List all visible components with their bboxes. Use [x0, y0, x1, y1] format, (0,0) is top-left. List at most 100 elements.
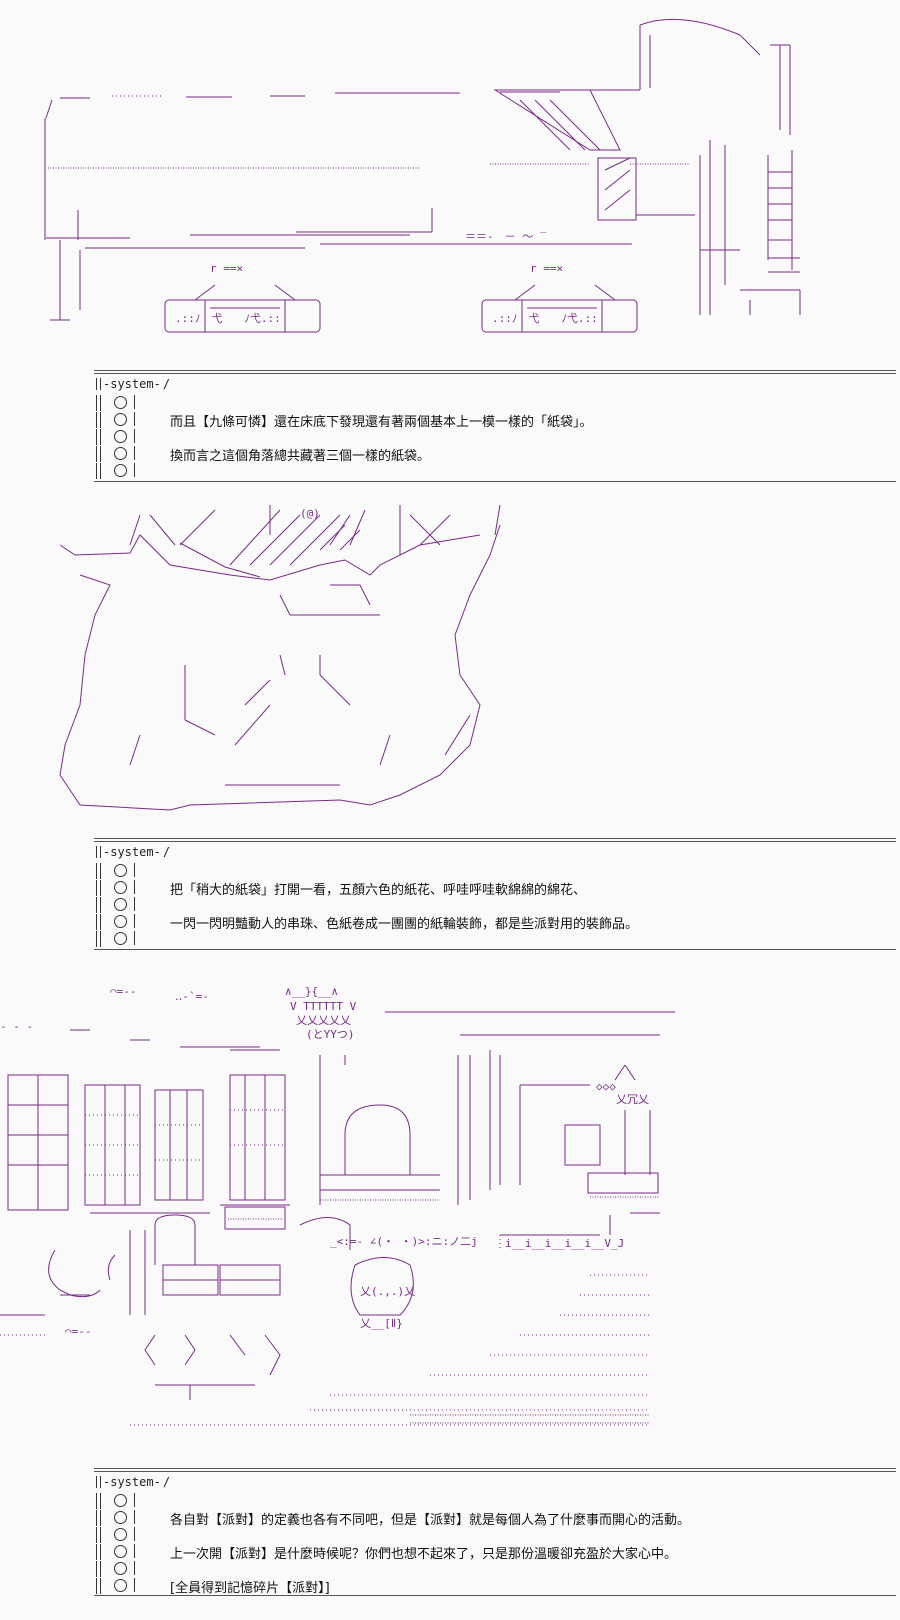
party-room-ascii-art: ⌒=-- ‥-`=- - - - ∧__}{__∧ V TTTTTT V 乂乂乂…: [0, 975, 900, 1455]
svg-text:乂__[Ⅱ}: 乂__[Ⅱ}: [360, 1317, 403, 1330]
row-tick: [134, 1527, 135, 1541]
svg-text:i__i__i__i__i__V_J: i__i__i__i__i__V_J: [505, 1237, 624, 1250]
row-tick: [134, 395, 135, 409]
row-rail: [96, 1578, 101, 1594]
panel-row: [94, 1561, 896, 1577]
bullet-circle-icon: [114, 447, 127, 460]
bullet-circle-icon: [114, 396, 127, 409]
tab-slash: /: [162, 1475, 171, 1489]
panel-row: 換而言之這個角落總共藏著三個一樣的紙袋。: [94, 446, 896, 464]
banner-top-label: V TTTTTT V: [290, 1000, 357, 1013]
svg-text:r ==×: r ==×: [210, 262, 243, 275]
panel-row: [94, 1493, 896, 1509]
tab-rail: [96, 846, 101, 858]
row-rail: [96, 1527, 101, 1543]
row-rail: [96, 897, 101, 913]
row-rail: [96, 880, 101, 896]
bullet-circle-icon: [114, 932, 127, 945]
row-tick: [134, 1578, 135, 1592]
panel-line: [全員得到記憶碎片【派對】]: [170, 1581, 330, 1596]
bullet-circle-icon: [114, 1579, 127, 1592]
row-rail: [96, 446, 101, 462]
tab-slash: /: [162, 377, 171, 391]
svg-text:r ==×: r ==×: [530, 262, 563, 275]
row-tick: [134, 914, 135, 928]
row-tick: [134, 463, 135, 477]
panel-line: 上一次開【派對】是什麼時候呢？你們也想不起來了，只是那份溫暖卻充盈於大家心中。: [170, 1547, 678, 1562]
svg-text:⌒=--: ⌒=--: [65, 1325, 92, 1338]
svg-text:＝＝- － ～ ‾: ＝＝- － ～ ‾: [465, 230, 547, 243]
svg-text:.::ﾉ 弋 ﾉ弋.::: .::ﾉ 弋 ﾉ弋.::: [492, 312, 598, 325]
system-tab-label: system: [110, 1475, 154, 1489]
panel-row: 上一次開【派對】是什麼時候呢？你們也想不起來了，只是那份溫暖卻充盈於大家心中。: [94, 1544, 896, 1562]
bullet-circle-icon: [114, 1511, 127, 1524]
svg-text:_<:=- ∠(・ ・)>:ニ:ノ二j: _<:=- ∠(・ ・)>:ニ:ノ二j: [330, 1235, 478, 1248]
row-tick: [134, 1561, 135, 1575]
banner-face-label: (とYYつ): [306, 1028, 355, 1041]
panel-line: 換而言之這個角落總共藏著三個一樣的紙袋。: [170, 449, 431, 464]
bullet-circle-icon: [114, 1528, 127, 1541]
panel-row: [94, 395, 896, 411]
system-panel-2: -system-/ 把「稍大的紙袋」打開一看，五顏六色的紙花、呼哇呼哇軟綿綿的綿…: [94, 838, 896, 950]
row-rail: [96, 1493, 101, 1509]
bullet-circle-icon: [114, 464, 127, 477]
row-tick: [134, 931, 135, 945]
panel-row: 各自對【派對】的定義也各有不同吧，但是【派對】就是每個人為了什麼事而開心的活動。: [94, 1510, 896, 1528]
bullet-circle-icon: [114, 430, 127, 443]
bullet-circle-icon: [114, 864, 127, 877]
row-tick: [134, 880, 135, 894]
row-rail: [96, 931, 101, 947]
panel-row: [94, 463, 896, 479]
row-tick: [134, 429, 135, 443]
bullet-circle-icon: [114, 915, 127, 928]
tab-rail: [96, 378, 101, 390]
panel-row: [94, 1527, 896, 1543]
banner-mid-label: 乂乂乂乂乂: [296, 1014, 351, 1027]
bed-ascii-art: ＝＝- － ～ ‾: [0, 0, 900, 350]
panel-row: 一閃一閃明豔動人的串珠、色紙卷成一團團的紙輪裝飾，都是些派對用的裝飾品。: [94, 914, 896, 932]
paper-bag-ascii-art: (@): [0, 505, 900, 825]
system-tab: -system-/: [96, 845, 170, 859]
row-tick: [134, 897, 135, 911]
panel-line: 一閃一閃明豔動人的串珠、色紙卷成一團團的紙輪裝飾，都是些派對用的裝飾品。: [170, 917, 639, 932]
row-tick: [134, 1493, 135, 1507]
tab-rail: [96, 1476, 101, 1488]
system-panel-1: -system-/ 而且【九條可憐】還在床底下發現還有著兩個基本上一模一樣的「紙…: [94, 370, 896, 482]
system-panel-3: -system-/ 各自對【派對】的定義也各有不同吧，但是【派對】就是每個人為了…: [94, 1468, 896, 1596]
svg-text:.::ﾉ 弋 ﾉ弋.::: .::ﾉ 弋 ﾉ弋.::: [175, 312, 281, 325]
row-rail: [96, 1510, 101, 1526]
tab-slash: /: [162, 845, 171, 859]
row-rail: [96, 463, 101, 479]
svg-text:乂(.,.)乂: 乂(.,.)乂: [360, 1285, 415, 1298]
bullet-circle-icon: [114, 898, 127, 911]
row-rail: [96, 914, 101, 930]
lamp-base-label: 乂冗乂: [616, 1093, 649, 1106]
lamp-label: ◇◇◇: [596, 1080, 616, 1093]
bullet-circle-icon: [114, 1494, 127, 1507]
panel-row: 而且【九條可憐】還在床底下發現還有著兩個基本上一模一樣的「紙袋」。: [94, 412, 896, 430]
row-tick: [134, 412, 135, 426]
svg-text:⌒=--: ⌒=--: [110, 985, 137, 998]
row-rail: [96, 429, 101, 445]
system-tab: -system-/: [96, 1475, 170, 1489]
panel-line: 把「稍大的紙袋」打開一看，五顏六色的紙花、呼哇呼哇軟綿綿的綿花、: [170, 883, 587, 898]
panel-row: 把「稍大的紙袋」打開一看，五顏六色的紙花、呼哇呼哇軟綿綿的綿花、: [94, 880, 896, 898]
panel-row: [94, 863, 896, 879]
system-tab: -system-/: [96, 377, 170, 391]
panel-row: [94, 931, 896, 947]
row-rail: [96, 395, 101, 411]
svg-text:‥-`=-: ‥-`=-: [175, 990, 209, 1003]
row-rail: [96, 412, 101, 428]
bullet-circle-icon: [114, 1545, 127, 1558]
row-tick: [134, 446, 135, 460]
bullet-circle-icon: [114, 881, 127, 894]
panel-row: [94, 429, 896, 445]
bullet-circle-icon: [114, 1562, 127, 1575]
system-tab-label: system: [110, 845, 154, 859]
svg-text:∧__}{__∧: ∧__}{__∧: [285, 985, 338, 998]
row-rail: [96, 1544, 101, 1560]
system-tab-label: system: [110, 377, 154, 391]
row-rail: [96, 1561, 101, 1577]
row-tick: [134, 863, 135, 877]
row-tick: [134, 1544, 135, 1558]
